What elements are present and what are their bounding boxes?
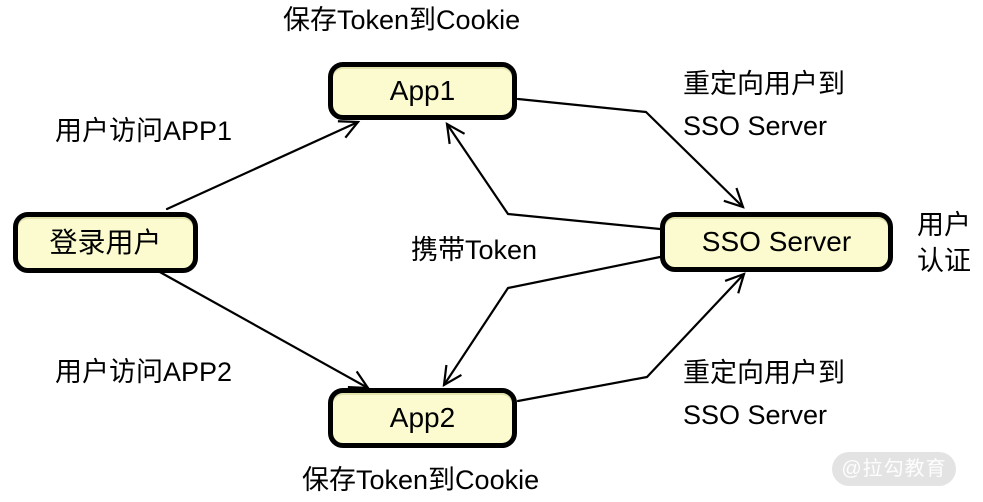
label-user-access-app1: 用户访问APP1 (55, 116, 233, 146)
edge-sso-server-to-app1 (445, 121, 662, 231)
label-redirect-to-sso-top: 重定向用户到 SSO Server (683, 69, 845, 141)
edge-login-user-to-app1 (165, 120, 361, 211)
label-save-token-to-cookie-bottom: 保存Token到Cookie (302, 465, 540, 495)
edge-login-user-to-app2 (156, 269, 371, 390)
node-sso-server-label: SSO Server (701, 226, 852, 257)
node-app2-label: App2 (389, 402, 456, 433)
edge-sso-server-to-app2 (442, 255, 662, 388)
label-user-auth: 用户 认证 (917, 210, 971, 276)
label-carry-token: 携带Token (411, 235, 538, 265)
node-app1-label: App1 (389, 75, 456, 106)
node-login-user-label: 登录用户 (49, 226, 162, 258)
label-save-token-to-cookie-top: 保存Token到Cookie (283, 5, 521, 35)
label-redirect-to-sso-bottom: 重定向用户到 SSO Server (683, 358, 845, 430)
watermark-lagou-edu: @拉勾教育 (832, 452, 956, 486)
node-sso-server: SSO Server (660, 212, 893, 272)
node-app2: App2 (328, 388, 517, 448)
edge-app2-to-sso-server (516, 272, 746, 403)
node-login-user: 登录用户 (13, 212, 198, 273)
label-user-access-app2: 用户访问APP2 (55, 357, 233, 387)
edge-app1-to-sso-server (516, 97, 745, 209)
node-app1: App1 (328, 62, 517, 120)
